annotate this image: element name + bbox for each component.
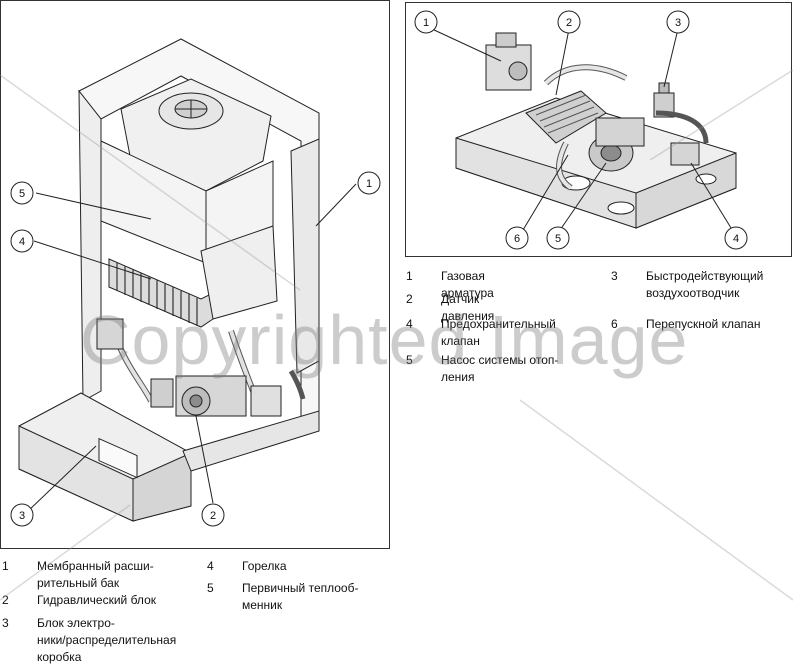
callout-5-marker <box>10 181 34 205</box>
legend-text: Мембранный расши- рительный бак <box>37 559 154 590</box>
legend-number: 5 <box>207 581 214 595</box>
callout-3-marker <box>10 503 34 527</box>
callout-3-label: 3 <box>675 17 681 29</box>
callout-6-marker <box>505 226 529 250</box>
legend-text: Насос системы отоп- ления <box>441 353 559 384</box>
callout-4-label: 4 <box>19 236 25 248</box>
legend-text: Газовая арматура <box>441 269 494 300</box>
legend-number: 4 <box>406 317 413 331</box>
callout-2-marker <box>557 10 581 34</box>
callout-1-label: 1 <box>423 17 429 29</box>
legend-text: Гидравлический блок <box>37 593 156 607</box>
callout-3-label: 3 <box>19 510 25 522</box>
legend-number: 4 <box>207 559 214 573</box>
callout-3-marker <box>666 10 690 34</box>
legend-text: Предохранительный клапан <box>441 317 556 348</box>
callout-4-marker <box>724 226 748 250</box>
callout-2-label: 2 <box>566 17 572 29</box>
legend-number: 3 <box>2 616 9 630</box>
boiler-cutaway-figure: 1 5 4 3 2 <box>0 0 390 549</box>
hydraulic-block-figure: 1 2 3 4 5 6 <box>405 2 792 257</box>
callout-5-label: 5 <box>19 188 25 200</box>
callout-4-label: 4 <box>733 233 739 245</box>
legend-text: Блок электро- ники/распределительная кор… <box>37 616 177 664</box>
boiler-legend: 1 Мембранный расши- рительный бак 2 Гидр… <box>2 558 402 666</box>
legend-text: Горелка <box>242 559 287 573</box>
legend-number: 1 <box>2 559 9 573</box>
callout-1-marker <box>357 171 381 195</box>
legend-number: 5 <box>406 353 413 367</box>
boiler-cutaway-drawing: 1 5 4 3 2 <box>10 38 381 527</box>
legend-number: 2 <box>2 593 9 607</box>
legend-number: 6 <box>611 317 618 331</box>
legend-text: Быстродействующий воздухоотводчик <box>646 269 764 300</box>
callout-4-marker <box>10 229 34 253</box>
callout-6-label: 6 <box>514 233 520 245</box>
legend-number: 1 <box>406 269 413 283</box>
hydraulic-legend: 1 Газовая арматура 2 Датчик давления 3 Б… <box>406 268 786 388</box>
callout-5-marker <box>546 226 570 250</box>
legend-number: 3 <box>611 269 618 283</box>
hydraulic-block-drawing: 1 2 3 4 5 6 <box>414 10 748 250</box>
legend-text: Перепускной клапан <box>646 317 761 331</box>
legend-number: 2 <box>406 292 413 306</box>
legend-text: Первичный теплооб- менник <box>242 581 359 612</box>
callout-2-marker <box>201 503 225 527</box>
legend-text: Датчик давления <box>441 292 495 323</box>
callout-1-label: 1 <box>366 178 372 190</box>
callout-2-label: 2 <box>210 510 216 522</box>
callout-5-label: 5 <box>555 233 561 245</box>
callout-1-marker <box>414 10 438 34</box>
